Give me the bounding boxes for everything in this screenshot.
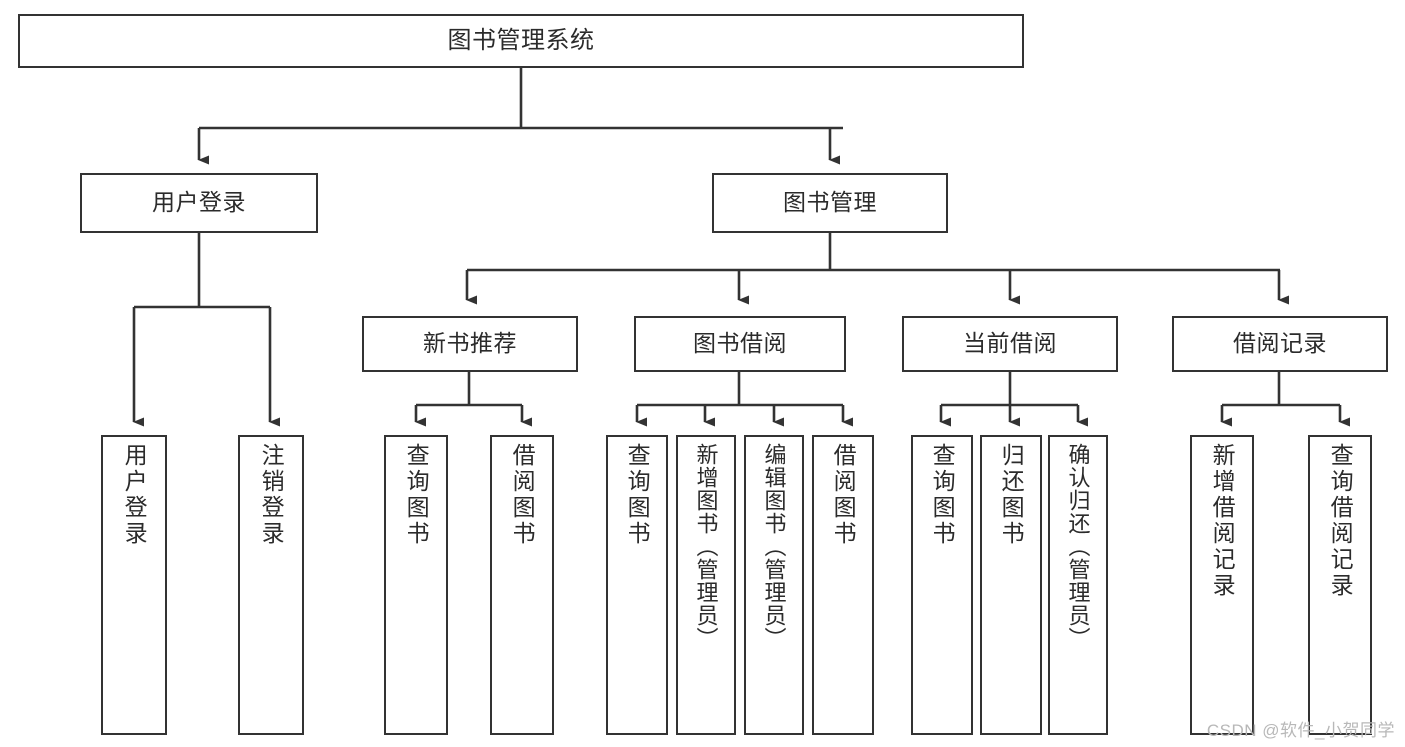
node-leaf-user-login-label: 用户登录 (121, 443, 148, 547)
node-leaf-add-record[interactable]: 新增借阅记录 (1190, 435, 1254, 735)
node-new-book-recommend[interactable]: 新书推荐 (362, 316, 578, 372)
node-leaf-borrow-book-1-label: 借阅图书 (509, 443, 536, 547)
node-current-borrow[interactable]: 当前借阅 (902, 316, 1118, 372)
node-leaf-add-book-label: 新增图书（管理员） (693, 443, 719, 650)
node-leaf-add-record-label: 新增借阅记录 (1209, 443, 1236, 599)
node-leaf-query-book-2[interactable]: 查询图书 (606, 435, 668, 735)
node-leaf-query-book-3-label: 查询图书 (929, 443, 956, 547)
node-root[interactable]: 图书管理系统 (18, 14, 1024, 68)
node-user-login-label: 用户登录 (152, 189, 246, 216)
node-leaf-user-login[interactable]: 用户登录 (101, 435, 167, 735)
node-book-management[interactable]: 图书管理 (712, 173, 948, 233)
watermark-text: CSDN @软件_小贺同学 (1206, 721, 1395, 740)
node-leaf-borrow-book-1[interactable]: 借阅图书 (490, 435, 554, 735)
node-leaf-query-book-1-label: 查询图书 (403, 443, 430, 547)
node-user-login[interactable]: 用户登录 (80, 173, 318, 233)
node-borrow-record-label: 借阅记录 (1233, 330, 1327, 357)
node-leaf-edit-book[interactable]: 编辑图书（管理员） (744, 435, 804, 735)
node-leaf-borrow-book-2-label: 借阅图书 (830, 443, 857, 547)
node-leaf-borrow-book-2[interactable]: 借阅图书 (812, 435, 874, 735)
node-book-borrow[interactable]: 图书借阅 (634, 316, 846, 372)
node-leaf-logout-label: 注销登录 (258, 443, 285, 547)
node-book-management-label: 图书管理 (783, 189, 877, 216)
node-leaf-edit-book-label: 编辑图书（管理员） (761, 443, 787, 650)
node-leaf-query-record-label: 查询借阅记录 (1327, 443, 1354, 599)
node-root-label: 图书管理系统 (447, 26, 595, 54)
node-borrow-record[interactable]: 借阅记录 (1172, 316, 1388, 372)
node-leaf-confirm-return-label: 确认归还（管理员） (1065, 443, 1091, 650)
node-leaf-add-book[interactable]: 新增图书（管理员） (676, 435, 736, 735)
node-leaf-return-book[interactable]: 归还图书 (980, 435, 1042, 735)
node-leaf-query-book-1[interactable]: 查询图书 (384, 435, 448, 735)
node-book-borrow-label: 图书借阅 (693, 330, 787, 357)
node-leaf-return-book-label: 归还图书 (998, 443, 1025, 547)
node-leaf-query-book-2-label: 查询图书 (624, 443, 651, 547)
node-leaf-query-record[interactable]: 查询借阅记录 (1308, 435, 1372, 735)
node-leaf-query-book-3[interactable]: 查询图书 (911, 435, 973, 735)
node-new-book-recommend-label: 新书推荐 (423, 330, 517, 357)
node-leaf-logout[interactable]: 注销登录 (238, 435, 304, 735)
node-leaf-confirm-return[interactable]: 确认归还（管理员） (1048, 435, 1108, 735)
node-current-borrow-label: 当前借阅 (963, 330, 1057, 357)
